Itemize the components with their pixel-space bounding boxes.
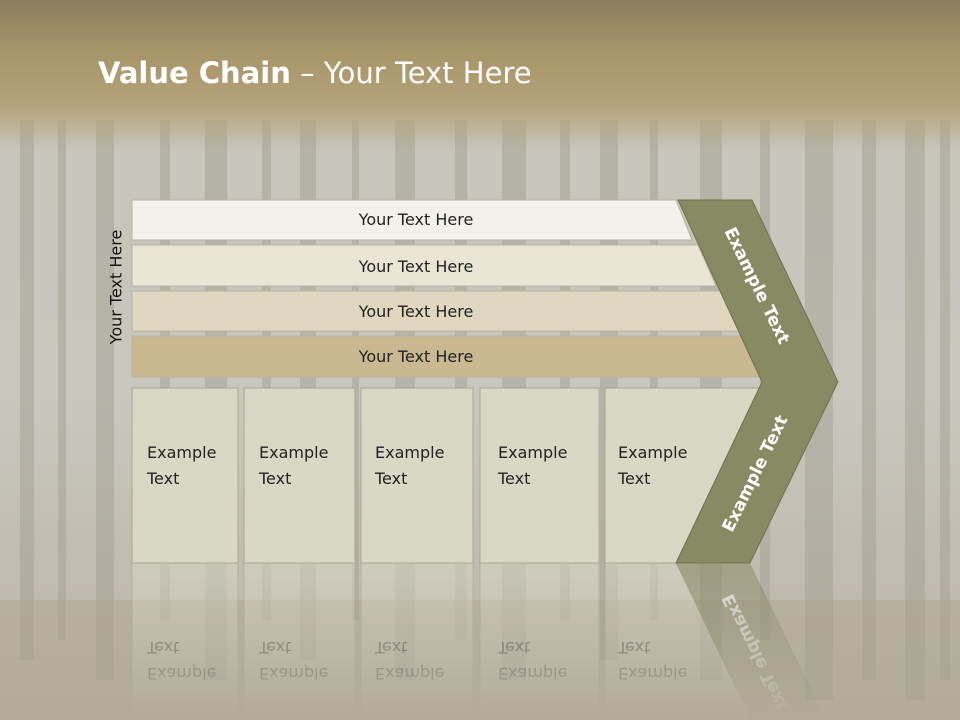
- reflection-line-1: Example: [618, 664, 687, 683]
- side-label: Your Text Here: [103, 222, 129, 352]
- header-band: [0, 0, 960, 150]
- column-line-1: Example: [375, 443, 444, 462]
- reflection-line-1: Example: [259, 664, 328, 683]
- reflection-line-1: Example: [498, 664, 567, 683]
- diagram-reflection: Example Text Example Text Example Text E…: [131, 562, 827, 720]
- column-line-1: Example: [147, 443, 216, 462]
- column-1: Example Text: [131, 387, 239, 564]
- column-line-1: Example: [498, 443, 567, 462]
- diagram-main: Your Text Here Your Text Here Your Text …: [131, 199, 839, 564]
- reflection-line-2: Text: [146, 638, 179, 657]
- reflection-line-1: Example: [147, 664, 216, 683]
- column-3: Example Text: [360, 387, 474, 564]
- bar-1: Your Text Here: [131, 199, 693, 241]
- column-line-1: Example: [259, 443, 328, 462]
- reflection-line-1: Example: [375, 664, 444, 683]
- column-line-2: Text: [258, 469, 291, 488]
- column-line-1: Example: [618, 443, 687, 462]
- bar-label: Your Text Here: [358, 210, 474, 229]
- title-rest: – Your Text Here: [290, 56, 532, 90]
- column-line-2: Text: [617, 469, 650, 488]
- column-line-2: Text: [497, 469, 530, 488]
- column-line-2: Text: [146, 469, 179, 488]
- column-2: Example Text: [243, 387, 356, 564]
- bar-label: Your Text Here: [358, 257, 474, 276]
- bar-label: Your Text Here: [358, 302, 474, 321]
- bar-3: Your Text Here: [131, 290, 741, 332]
- side-label-text: Your Text Here: [106, 229, 126, 345]
- reflection-line-2: Text: [497, 638, 530, 657]
- bar-2: Your Text Here: [131, 244, 717, 287]
- column-4: Example Text: [479, 387, 600, 564]
- bar-label: Your Text Here: [358, 347, 474, 366]
- reflection-line-2: Text: [374, 638, 407, 657]
- title-bold: Value Chain: [98, 56, 291, 90]
- reflection-line-2: Text: [258, 638, 291, 657]
- page-title: Value Chain – Your Text Here: [98, 56, 532, 90]
- bar-4: Your Text Here: [131, 335, 765, 378]
- reflection-line-2: Text: [617, 638, 650, 657]
- column-line-2: Text: [374, 469, 407, 488]
